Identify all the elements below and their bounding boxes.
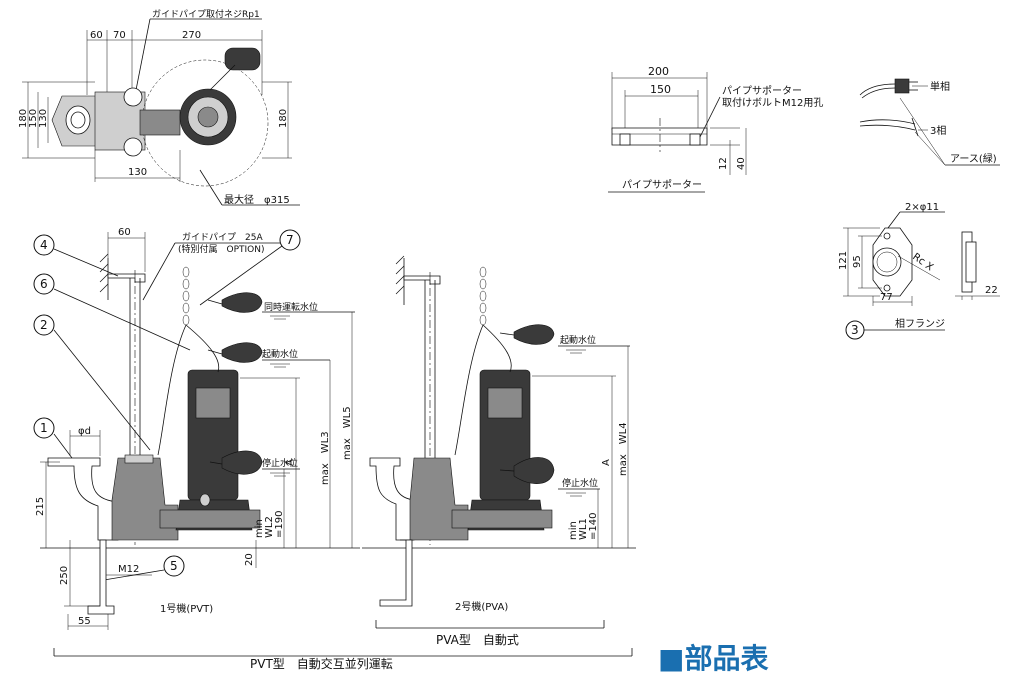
pvt-dim-20: 20 [244,553,255,566]
pva-wl1-value: =140 [588,513,599,540]
pvt-min-label: min [254,519,265,538]
part-4-number: 4 [40,238,48,252]
dim-180-right: 180 [278,109,289,128]
pva-side-view: 起動水位 停止水位 A max WL4 min WL1 =140 2号機(PVA… [362,255,636,647]
pvt-wl2: WL2 [264,516,275,538]
pvt-dim-55: 55 [78,616,91,627]
phi-d-label: φd [78,426,91,437]
pvt-max-wl3: max WL3 [320,431,331,485]
dim-95: 95 [852,255,863,268]
supporter-caption: パイプサポーター [622,179,702,191]
guide-pipe-thread-label: ガイドパイプ取付ネジRp1 [152,9,260,20]
pvt-start-level: 起動水位 [262,348,298,360]
pva-start-level: 起動水位 [560,334,596,346]
flange-caption: 相フランジ [895,317,945,330]
dim-130-left: 130 [38,109,49,128]
supporter-label-2: 取付けボルトM12用孔 [722,96,823,109]
pva-type-caption: PVA型 自動式 [436,633,519,647]
dim-150-supporter: 150 [650,83,671,96]
pva-max-wl4: max WL4 [618,422,629,476]
dim-270: 270 [182,30,201,41]
dim-130-bottom: 130 [128,167,147,178]
dim-121: 121 [838,251,849,270]
dim-12: 12 [718,157,729,170]
pva-stop-level: 停止水位 [562,477,598,489]
pvt-simul-level: 同時運転水位 [264,301,318,313]
part-1-number: 1 [40,421,48,435]
flange-detail: 2×φ11 121 95 Rc X 77 22 3 相フランジ [838,202,1000,340]
pvt-dim-250: 250 [59,566,70,585]
pva-wl1: WL1 [578,518,589,540]
earth-label: アース(緑) [950,152,997,165]
parts-list-heading: ■部品表 [658,642,769,675]
max-diameter-label: 最大径 φ315 [224,193,290,206]
pva-dim-A: A [601,459,612,466]
pvt-side-view: 60 ガイドパイプ 25A (特別付属 OPTION) 4 6 2 1 7 5 … [33,227,360,630]
dim-60-top: 60 [90,30,103,41]
flange-holes-label: 2×φ11 [905,202,939,213]
pvt-bottom-bracket: PVT型 自動交互並列運転 [53,648,633,670]
part-2-number: 2 [40,318,48,332]
pvt-caption: 1号機(PVT) [160,602,213,615]
part-7-number: 7 [286,233,294,247]
pvt-dim-60: 60 [118,227,131,238]
pvt-dim-A: A [285,459,296,466]
pva-min-label: min [568,521,579,540]
dim-70-top: 70 [113,30,126,41]
pvt-wl2-value: =190 [274,511,285,538]
part-3-number: 3 [851,323,859,337]
dim-200: 200 [648,65,669,78]
guide-pipe-label-1: ガイドパイプ 25A [182,232,263,243]
guide-pipe-label-2: (特別付属 OPTION) [178,243,265,255]
pvt-type-caption: PVT型 自動交互並列運転 [250,656,393,670]
dim-22: 22 [985,285,998,296]
pipe-supporter-detail: 200 150 パイプサポーター 取付けボルトM12用孔 12 40 パイプサポ… [608,65,823,193]
dim-40: 40 [736,157,747,170]
pva-caption: 2号機(PVA) [455,600,508,613]
single-phase-label: 単相 [930,80,950,93]
three-phase-label: 3相 [930,124,946,137]
pvt-dim-m12: M12 [118,564,139,575]
part-6-number: 6 [40,277,48,291]
dim-180-left: 180 [18,109,29,128]
dim-150: 150 [28,109,39,128]
top-view: ガイドパイプ取付ネジRp1 60 70 270 180 150 130 [18,9,300,206]
dim-77: 77 [880,292,893,303]
cable-detail: 単相 3相 アース(緑) [859,78,1000,166]
supporter-label-1: パイプサポーター [722,85,802,97]
pvt-dim-215: 215 [35,497,46,516]
pvt-max-wl5: max WL5 [342,406,353,460]
part-5-number: 5 [170,559,178,573]
pvt-stop-level: 停止水位 [262,457,298,469]
